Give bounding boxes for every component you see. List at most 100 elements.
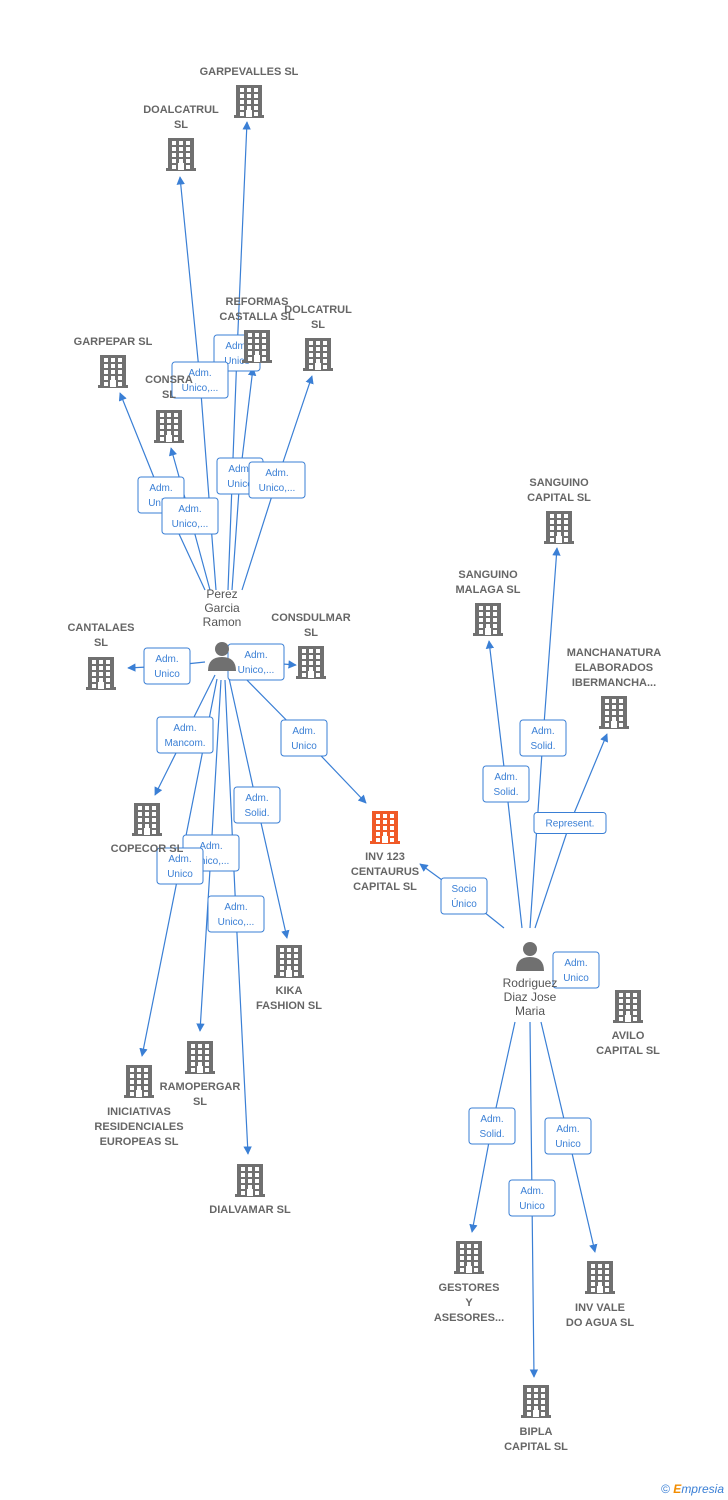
company-label[interactable]: BIPLA [520,1426,553,1438]
company-label[interactable]: EUROPEAS SL [100,1136,179,1148]
edge-label-rdj-manchanatura[interactable]: Represent. [533,812,607,834]
company-node-kika[interactable]: KIKA FASHION SL [256,945,322,1012]
company-label[interactable]: FASHION SL [256,1000,322,1012]
building-icon [613,990,643,1023]
company-label[interactable]: SL [311,319,325,331]
edge-label-pgr-inv123[interactable]: Adm.Unico [280,719,328,757]
company-node-cantalaes[interactable]: CANTALAES SL [67,622,135,690]
company-label[interactable]: DO AGUA SL [566,1317,635,1329]
company-label[interactable]: RESIDENCIALES [94,1121,183,1133]
edge-label-pgr-copecor[interactable]: Adm.Mancom. [156,716,214,754]
company-label[interactable]: KIKA [276,985,303,997]
building-icon [132,803,162,836]
edge-label-text: Adm. [564,958,587,969]
edge-label-rdj-invvale[interactable]: Adm.Unico [544,1117,592,1155]
edge-label-rdj-avilo[interactable]: Adm.Unico [552,951,600,989]
building-icon [473,603,503,636]
company-label[interactable]: GARPEVALLES SL [200,66,299,78]
company-node-sanguino_malaga[interactable]: SANGUINO MALAGA SL [456,569,521,636]
company-node-consdulmar[interactable]: CONSDULMAR SL [271,612,351,679]
edge-label-rdj-gestores[interactable]: Adm.Solid. [468,1107,516,1145]
edge-label-text: Adm. [556,1124,579,1135]
company-node-dialvamar[interactable]: DIALVAMAR SL [209,1164,291,1216]
company-node-bipla[interactable]: BIPLA CAPITAL SL [504,1385,568,1453]
company-label[interactable]: IBERMANCHA... [572,677,656,689]
company-node-sanguino_capital[interactable]: SANGUINO CAPITAL SL [527,477,591,544]
company-node-consra[interactable]: CONSRA SL [145,374,193,443]
building-icon [585,1261,615,1294]
edge-label-box [552,951,600,989]
edge-label-text: Adm. [265,468,288,479]
company-node-iniciativas[interactable]: INICIATIVAS RESIDENCIALES EUROPEAS SL [94,1065,184,1148]
company-label[interactable]: MANCHANATURA [567,647,662,659]
person-label[interactable]: Garcia [204,601,240,615]
company-node-ramopergar[interactable]: RAMOPERGAR SL [160,1041,241,1108]
company-label[interactable]: SL [304,627,318,639]
edge-label-pgr-doalcatrul[interactable]: Adm.Unico,... [171,361,229,399]
edge-label-pgr-cantalaes[interactable]: Adm.Unico [143,647,191,685]
edge-label-rdj-bipla[interactable]: Adm.Unico [508,1179,556,1217]
company-label[interactable]: CAPITAL SL [596,1045,660,1057]
company-node-invvale[interactable]: INV VALE DO AGUA SL [566,1261,635,1329]
company-label[interactable]: CAPITAL SL [527,492,591,504]
company-label[interactable]: DIALVAMAR SL [209,1204,291,1216]
company-label[interactable]: ASESORES... [434,1312,504,1324]
company-label[interactable]: COPECOR SL [111,843,184,855]
edge-label-pgr-kika[interactable]: Adm.Solid. [233,786,281,824]
company-node-manchanatura[interactable]: MANCHANATURA ELABORADOS IBERMANCHA... [567,647,662,729]
company-label[interactable]: REFORMAS [226,296,289,308]
company-node-copecor[interactable]: COPECOR SL [111,803,184,855]
company-label[interactable]: Y [465,1297,473,1309]
person-label[interactable]: Maria [515,1004,545,1018]
edge-label-rdj-sanguino_capital[interactable]: Adm.Solid. [519,719,567,757]
company-label[interactable]: CANTALAES [67,622,134,634]
company-label[interactable]: ELABORADOS [575,662,653,674]
company-label[interactable]: INV VALE [575,1302,625,1314]
company-label[interactable]: CENTAURUS [351,866,419,878]
company-node-avilo[interactable]: AVILO CAPITAL SL [596,990,660,1057]
company-label[interactable]: DOLCATRUL [284,304,352,316]
company-label[interactable]: CONSRA [145,374,193,386]
company-label[interactable]: SL [162,389,176,401]
edge-label-pgr-dialvamar[interactable]: Adm.Unico,... [207,895,265,933]
company-label[interactable]: RAMOPERGAR [160,1081,241,1093]
company-label[interactable]: AVILO [612,1030,645,1042]
company-node-garpevalles[interactable]: GARPEVALLES SL [200,66,299,118]
company-node-reformas[interactable]: REFORMAS CASTALLA SL [219,296,295,363]
person-label[interactable]: Diaz Jose [504,990,557,1004]
company-label[interactable]: GARPEPAR SL [74,336,153,348]
company-label[interactable]: GESTORES [439,1282,500,1294]
company-label[interactable]: SANGUINO [458,569,518,581]
edge-label-pgr-consra[interactable]: Adm.Unico,... [161,497,219,535]
edge-label-pgr-consdulmar[interactable]: Adm.Unico,... [227,643,285,681]
edge-label-text: Unico,... [172,519,209,530]
person-label[interactable]: Perez [206,587,237,601]
company-label[interactable]: CAPITAL SL [353,881,417,893]
company-node-dolcatrul[interactable]: DOLCATRUL SL [284,304,352,371]
person-label[interactable]: Rodriguez [503,976,558,990]
company-node-gestores[interactable]: GESTORES Y ASESORES... [434,1241,504,1324]
empresia-brand[interactable]: © Empresia [661,1482,724,1496]
company-label[interactable]: CONSDULMAR [271,612,350,624]
edge-label-rdj-sanguino_malaga[interactable]: Adm.Solid. [482,765,530,803]
company-node-garpepar[interactable]: GARPEPAR SL [74,336,153,388]
company-label[interactable]: SL [94,637,108,649]
company-label[interactable]: INICIATIVAS [107,1106,171,1118]
company-label[interactable]: INV 123 [365,851,405,863]
company-label[interactable]: SANGUINO [529,477,589,489]
edge-label-pgr-iniciativas[interactable]: Adm.Unico [156,847,204,885]
company-label[interactable]: CASTALLA SL [219,311,294,323]
company-label[interactable]: SL [174,119,188,131]
company-node-doalcatrul[interactable]: DOALCATRUL SL [143,104,219,171]
person-label[interactable]: Ramon [203,615,242,629]
nodes-layer: GARPEVALLES SL DOALCATRUL SL REFORMAS CASTAL… [67,66,661,1453]
edge-label-pgr-dolcatrul[interactable]: Adm.Unico,... [248,461,306,499]
company-label[interactable]: SL [193,1096,207,1108]
company-label[interactable]: DOALCATRUL [143,104,219,116]
company-label[interactable]: CAPITAL SL [504,1441,568,1453]
company-label[interactable]: MALAGA SL [456,584,521,596]
